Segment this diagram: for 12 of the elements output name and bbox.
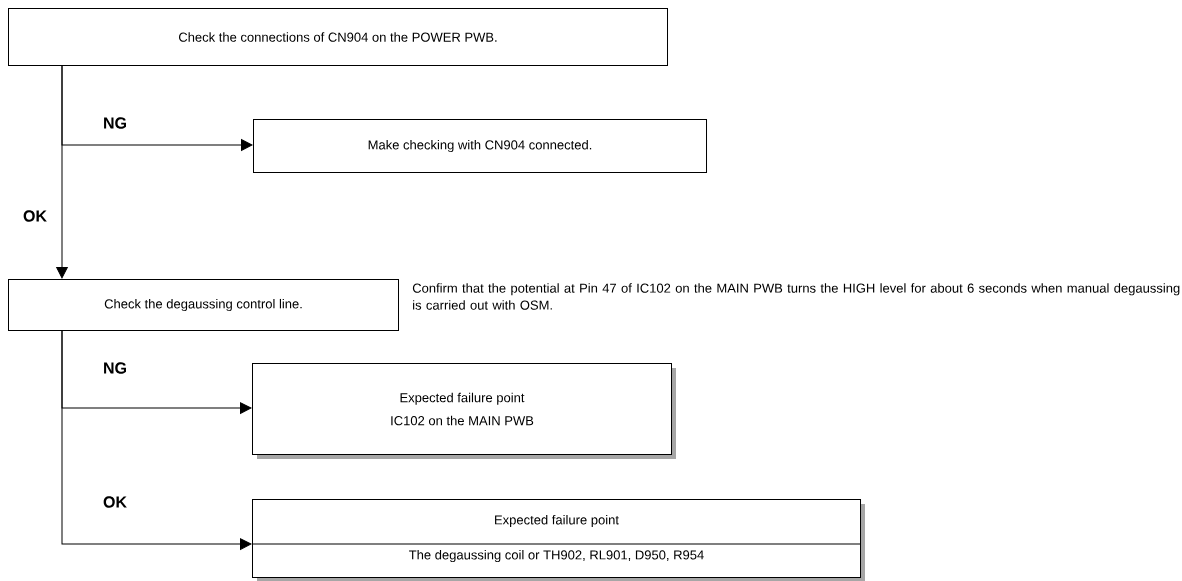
- edge-label: OK: [103, 496, 127, 508]
- shadowed-box: Expected failure point IC102 on the MAIN PWB: [252, 363, 676, 459]
- arrow: [56, 65, 68, 279]
- process-box: Check the degaussing control line.: [8, 279, 399, 331]
- arrow: [61, 330, 252, 550]
- process-box: Make checking with CN904 connected.: [253, 119, 707, 173]
- edge-label: NG: [104, 117, 126, 129]
- edge-label: OK: [23, 210, 47, 222]
- shadowed-box: Expected failure point The degaussing coil or TH902, RL901, D950, R954: [251, 499, 865, 581]
- edge-label: NG: [104, 362, 126, 374]
- note-text: Confirm that the potential at Pin 47 of IC102 on the MAIN PWB turns the HIGH level for about 6 seconds when manual degaussing is carried out with OSM.: [412, 283, 1180, 310]
- process-box: Check the connections of CN904 on the POWER PWB.: [8, 8, 668, 66]
